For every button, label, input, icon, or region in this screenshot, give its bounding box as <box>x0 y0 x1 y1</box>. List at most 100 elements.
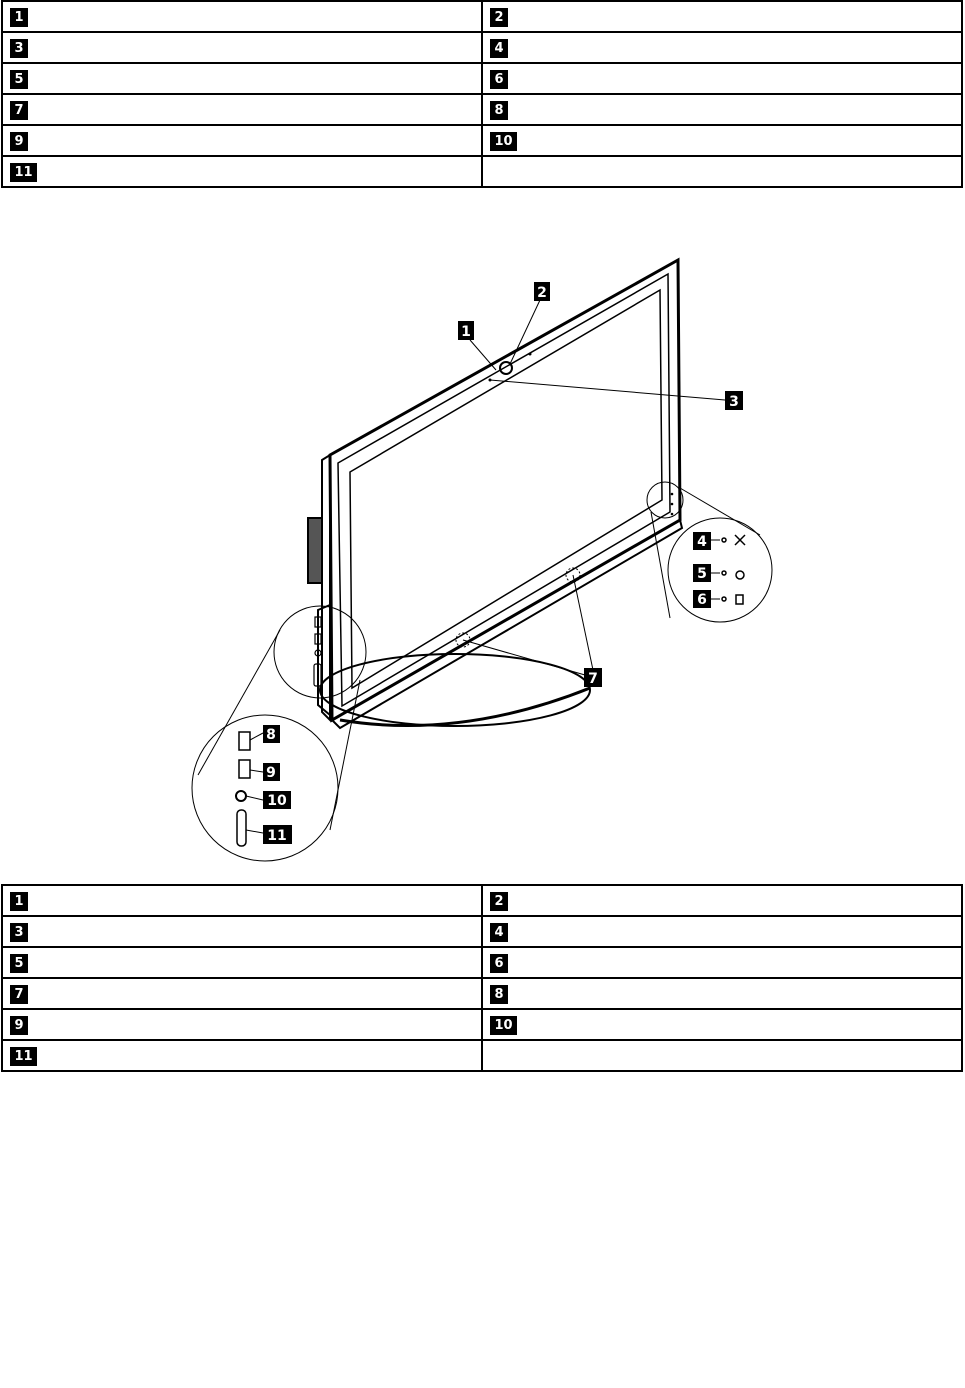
legend-cell: 6 <box>481 946 963 979</box>
svg-text:4: 4 <box>697 534 707 550</box>
drive-activity-icon <box>735 594 744 605</box>
svg-text:7: 7 <box>588 671 598 687</box>
callout-5: 5 <box>693 564 711 582</box>
callout-7: 7 <box>584 668 602 687</box>
speaker <box>565 567 581 583</box>
legend-cell: 9 <box>1 124 483 157</box>
svg-text:5: 5 <box>697 566 707 582</box>
legend-cell: 5 <box>1 62 483 95</box>
card-reader-slot-icon <box>236 809 247 847</box>
legend-cell: 1 <box>1 0 483 33</box>
callout-number-badge: 11 <box>10 1046 37 1066</box>
legend-cell: 6 <box>481 62 963 95</box>
callout-number-badge: 6 <box>490 69 508 89</box>
callout-9: 9 <box>263 763 280 781</box>
speaker <box>455 632 471 648</box>
callout-8: 8 <box>263 725 280 743</box>
legend-cell: 5 <box>1 946 483 979</box>
callout-number-badge: 8 <box>490 984 508 1004</box>
callout-number-badge: 11 <box>10 162 37 182</box>
legend-cell: 4 <box>481 915 963 948</box>
legend-cell: 7 <box>1 977 483 1010</box>
callout-number-badge: 4 <box>490 922 508 942</box>
svg-text:10: 10 <box>267 793 287 809</box>
callout-3: 3 <box>725 391 743 410</box>
callout-1: 1 <box>458 321 474 340</box>
legend-row: 9 10 <box>1 124 963 157</box>
callout-number-badge: 6 <box>490 953 508 973</box>
callout-2: 2 <box>534 282 550 301</box>
callout-number-badge: 9 <box>10 131 28 151</box>
usb-port-icon <box>238 731 251 751</box>
callout-number-badge: 8 <box>490 100 508 120</box>
legend-cell: 10 <box>481 1008 963 1041</box>
svg-text:6: 6 <box>697 592 707 608</box>
callout-number-badge: 5 <box>10 953 28 973</box>
camera-lens <box>499 361 513 375</box>
svg-text:3: 3 <box>729 394 739 410</box>
indicator-magnifier <box>646 481 773 623</box>
indicator-led <box>721 596 727 602</box>
callout-number-badge: 10 <box>490 131 517 151</box>
legend-cell: 4 <box>481 31 963 64</box>
indicator-led <box>721 537 727 543</box>
indicator-led <box>721 570 727 576</box>
callout-number-badge: 3 <box>10 38 28 58</box>
legend-cell: 9 <box>1 1008 483 1041</box>
svg-text:11: 11 <box>267 828 286 844</box>
callout-number-badge: 1 <box>10 891 28 911</box>
legend-cell: 3 <box>1 915 483 948</box>
callout-number-badge: 2 <box>490 7 508 27</box>
svg-text:9: 9 <box>266 765 276 781</box>
headset-jack-icon <box>235 790 247 802</box>
computer-front-view-figure: 1 2 3 4 5 6 7 8 9 10 11 <box>191 257 773 862</box>
legend-cell: 3 <box>1 31 483 64</box>
leader-lines <box>245 299 726 834</box>
legend-cell: 1 <box>1 884 483 917</box>
callout-number-badge: 3 <box>10 922 28 942</box>
side-panel <box>307 453 331 723</box>
callout-number-badge: 9 <box>10 1015 28 1035</box>
callout-number-badge: 10 <box>490 1015 517 1035</box>
side-ports-small <box>313 616 322 687</box>
power-icon <box>735 570 745 580</box>
callout-6: 6 <box>693 590 711 608</box>
callout-number-badge: 4 <box>490 38 508 58</box>
callout-number-badge: 2 <box>490 891 508 911</box>
legend-cell: 7 <box>1 93 483 126</box>
legend-cell: 11 <box>1 155 483 188</box>
callout-11: 11 <box>263 825 292 844</box>
display-frame <box>328 257 684 730</box>
legend-cell: 8 <box>481 93 963 126</box>
svg-text:1: 1 <box>461 324 471 340</box>
callout-10: 10 <box>263 791 291 809</box>
legend-cell: 11 <box>1 1039 483 1072</box>
microphone <box>528 352 532 356</box>
callout-4: 4 <box>693 532 711 550</box>
bezel-indicators <box>670 492 674 516</box>
legend-row: 11 <box>1 155 963 188</box>
legend-row: 11 <box>1 1039 963 1072</box>
callout-number-badge: 1 <box>10 7 28 27</box>
callout-number-badge: 7 <box>10 984 28 1004</box>
mic-mute-icon <box>734 534 746 546</box>
usb-charging-port-icon <box>238 759 251 779</box>
legend-cell: 2 <box>481 884 963 917</box>
port-magnifier <box>191 605 367 862</box>
stand-base <box>319 653 591 728</box>
legend-cell: 10 <box>481 124 963 157</box>
legend-cell: 2 <box>481 0 963 33</box>
svg-text:2: 2 <box>537 285 547 301</box>
legend-cell: 8 <box>481 977 963 1010</box>
svg-text:8: 8 <box>266 727 276 743</box>
